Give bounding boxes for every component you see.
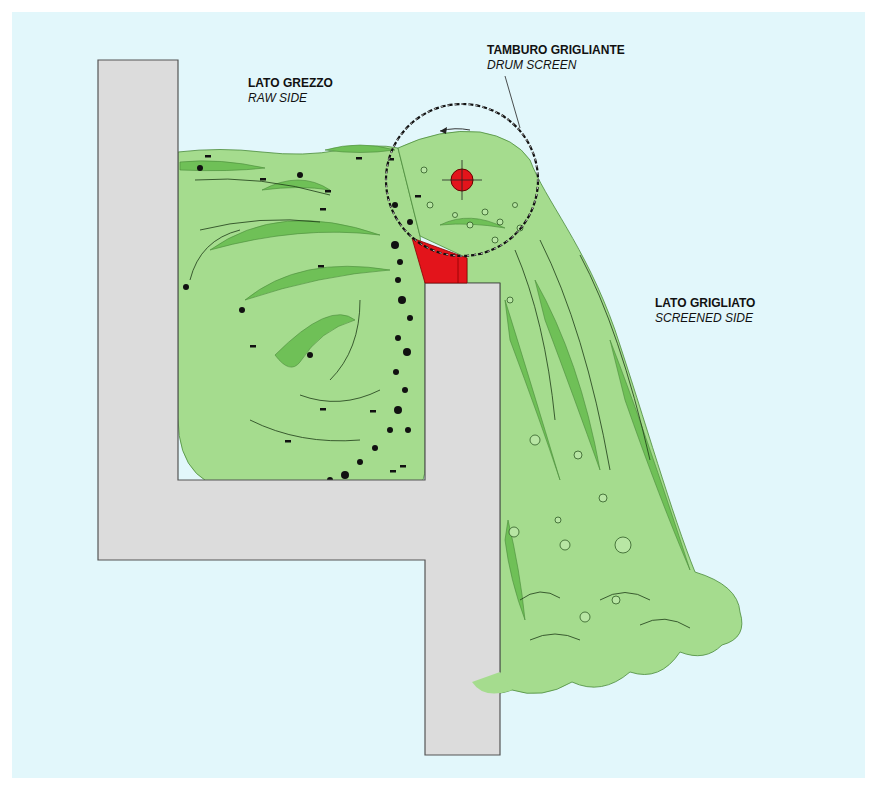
bubble [492, 237, 498, 243]
bubble [467, 222, 473, 228]
label-translation: DRUM SCREEN [487, 58, 576, 72]
debris-dot [393, 369, 399, 375]
bubble [560, 540, 570, 550]
hub-axis [442, 180, 482, 181]
debris-fragment [390, 470, 396, 473]
debris-fragment [318, 265, 324, 268]
bubble [599, 494, 607, 502]
bubble [513, 203, 518, 208]
debris-dot [402, 387, 408, 393]
debris-dot [197, 165, 203, 171]
rotation-arrow-head [440, 127, 447, 134]
debris-dot [372, 445, 378, 451]
debris-dot [395, 335, 401, 341]
debris-dot [407, 315, 413, 321]
drum-screen [386, 104, 538, 256]
debris-dot [183, 284, 189, 290]
debris-fragment [325, 190, 331, 193]
foam [472, 672, 512, 694]
debris-fragment [400, 465, 406, 468]
debris-dot [395, 277, 401, 283]
debris-dot [307, 352, 313, 358]
debris-dot [392, 202, 398, 208]
debris-dot [407, 219, 413, 225]
background-panel [12, 12, 865, 778]
debris-fragment [260, 178, 266, 181]
bubble [580, 612, 590, 622]
debris-dot [405, 427, 411, 433]
debris-dot [391, 241, 399, 249]
bubble [509, 527, 519, 537]
bubble [555, 517, 561, 523]
debris-fragment [356, 157, 362, 160]
debris-dot [357, 459, 363, 465]
bubble [421, 167, 427, 173]
bubble [427, 202, 433, 208]
debris-fragment [205, 155, 211, 158]
area-label: LATO GRIGLIATO [655, 296, 755, 310]
channel-wall [98, 60, 500, 755]
debris-dot [398, 296, 406, 304]
leader-line [505, 76, 520, 128]
debris-fragment [370, 410, 376, 413]
debris-fragment [285, 440, 291, 443]
debris-dot [394, 406, 402, 414]
debris-dot [397, 259, 403, 265]
bubble [574, 451, 582, 459]
area-label: TAMBURO GRIGLIANTE [487, 43, 625, 57]
label-translation: SCREENED SIDE [655, 311, 753, 325]
seal-line [458, 258, 459, 283]
debris-dot [297, 172, 303, 178]
debris-dot [387, 427, 393, 433]
debris-fragment [320, 208, 326, 211]
debris-fragment [415, 195, 421, 198]
bubble [530, 435, 540, 445]
drum-mesh [386, 104, 538, 256]
area-label: LATO GREZZO [248, 76, 333, 90]
debris-dot [239, 307, 245, 313]
bubble [453, 213, 458, 218]
bubble [497, 219, 503, 225]
debris-dot [403, 348, 411, 356]
label-translation: RAW SIDE [248, 91, 307, 105]
debris-fragment [320, 408, 326, 411]
bubble [482, 209, 488, 215]
debris-fragment [250, 345, 256, 348]
debris-dot [341, 471, 349, 479]
bubble [615, 537, 631, 553]
bubble [612, 596, 620, 604]
bubble [507, 297, 513, 303]
